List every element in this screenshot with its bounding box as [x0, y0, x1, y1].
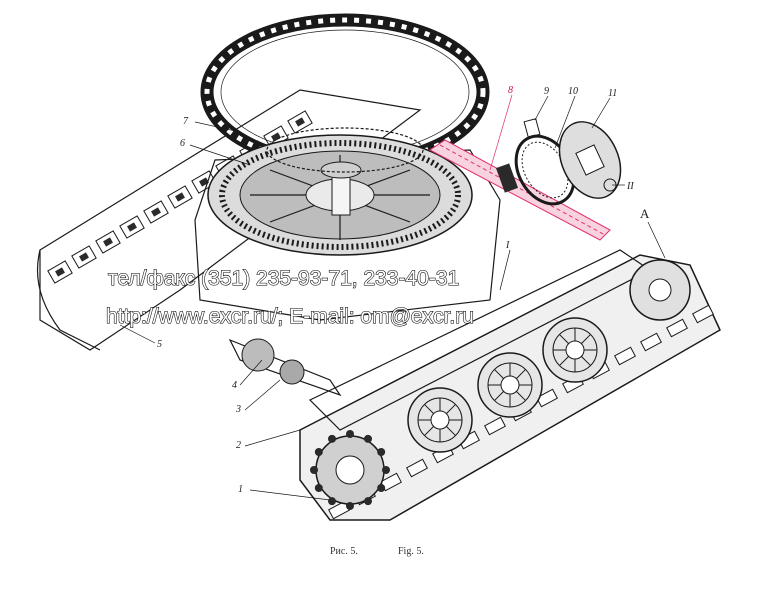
sprocket-tooth	[314, 484, 323, 492]
road-wheel-spoke	[559, 356, 569, 366]
callout-1: 1	[238, 484, 243, 495]
track-chain-link	[536, 388, 558, 408]
road-wheel-spoke	[424, 426, 434, 436]
callout-7: 7	[183, 116, 189, 127]
track-shoe-slot	[103, 237, 113, 247]
sprocket-tooth	[346, 502, 354, 510]
road-wheel-spoke	[424, 404, 434, 414]
leader-lines	[119, 94, 666, 501]
sprocket-tooth	[328, 497, 336, 506]
callout-6: 6	[180, 138, 185, 149]
track-shoe-slot	[55, 267, 65, 277]
sprocket-tooth	[310, 466, 318, 474]
track-chain-link	[692, 304, 714, 324]
sprocket-tooth	[377, 448, 386, 456]
track-shoe-slot	[127, 222, 137, 232]
track-shoe-slot	[79, 252, 89, 262]
track-shoe-slot	[151, 207, 161, 217]
road-wheel-hub	[565, 340, 585, 360]
caption-ru: Рис. 5.	[330, 546, 358, 557]
track-shoe-slot	[271, 132, 281, 142]
callout-4: 4	[232, 380, 237, 391]
track-chain-link	[666, 318, 688, 338]
drive-sprocket	[310, 430, 390, 510]
track-chain-link	[614, 346, 636, 366]
road-wheel-spoke	[516, 369, 526, 379]
road-wheel-hub	[430, 410, 450, 430]
callout-8: 8	[508, 85, 513, 96]
road-wheel-spoke	[581, 356, 591, 366]
road-wheel-spoke	[581, 334, 591, 344]
figure-caption: Рис. 5. Fig. 5.	[330, 546, 424, 557]
sprocket-tooth	[382, 466, 390, 474]
road-wheel-spoke	[494, 391, 504, 401]
sprocket-tooth	[364, 434, 372, 443]
sprocket-tooth	[314, 448, 323, 456]
main-frame	[194, 127, 501, 321]
sprocket-tooth	[377, 484, 386, 492]
road-wheel-spoke	[446, 426, 456, 436]
sprocket-tooth	[346, 430, 354, 438]
right-track	[299, 249, 721, 521]
callout-11: 11	[608, 88, 617, 99]
callout-3: 3	[235, 404, 241, 415]
callout-5: 5	[157, 339, 162, 350]
callout-II: II	[626, 181, 634, 192]
track-chain-link	[406, 458, 428, 478]
track-shoe-slot	[295, 117, 305, 127]
watermark-phone: тел/факс (351) 235-93-71, 233-40-31	[108, 267, 459, 290]
callout-10: 10	[568, 86, 578, 97]
track-shoe-slot	[199, 177, 209, 187]
track-chain-link	[640, 332, 662, 352]
callout-A: A	[640, 206, 650, 221]
watermark: тел/факс (351) 235-93-71, 233-40-31 http…	[105, 266, 474, 328]
road-wheel-spoke	[446, 404, 456, 414]
callout-2: 2	[236, 440, 241, 451]
drive-shaft	[228, 338, 342, 397]
sprocket-tooth	[364, 497, 372, 506]
road-wheel-spoke	[559, 334, 569, 344]
road-wheel-spoke	[516, 391, 526, 401]
exploded-parts	[429, 118, 622, 241]
track-shoe-slot	[175, 192, 185, 202]
watermark-url-email: http://www.excr.ru/; E-mail: om@excr.ru	[106, 305, 474, 328]
callout-9: 9	[544, 86, 549, 97]
road-wheel-spoke	[494, 369, 504, 379]
sprocket-tooth	[328, 434, 336, 443]
road-wheel-hub	[500, 375, 520, 395]
track-chain-link	[484, 416, 506, 436]
callout-I: I	[505, 240, 510, 251]
callouts: 1 2 3 4 5 6 7 8 9 10 11 I II A	[157, 85, 650, 495]
idler-wheel	[629, 259, 691, 321]
caption-en: Fig. 5.	[398, 546, 424, 557]
